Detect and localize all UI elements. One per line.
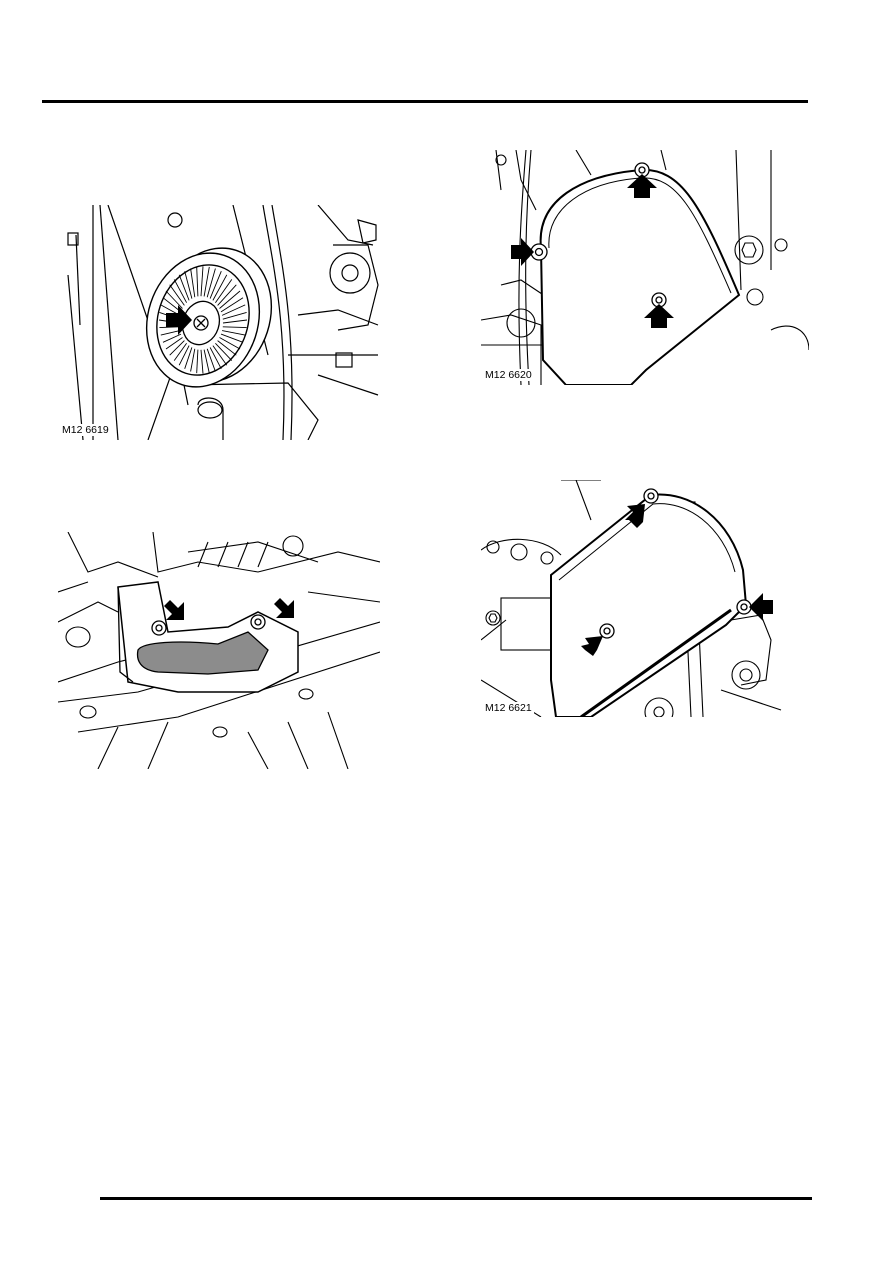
header-rule (42, 100, 808, 103)
arrow-marker (625, 504, 645, 528)
pulley-rib (169, 340, 185, 356)
figure-upper-cover: M12 6620 (481, 150, 809, 385)
pulley-rib (219, 337, 241, 350)
mounting-bracket-illustration (58, 532, 380, 769)
pulley-rib (162, 333, 182, 343)
pulley-rib (206, 268, 216, 298)
pulley-rib (160, 330, 181, 336)
pulley-rib (190, 268, 196, 298)
arrow-marker (166, 305, 192, 335)
pulley-rib (222, 326, 247, 329)
pulley-rib (184, 347, 193, 369)
figure-mounting-bracket (58, 532, 380, 769)
idler-pulley-illustration (67, 205, 379, 440)
figure-idler-pulley: M12 6619 (58, 205, 380, 440)
pulley-rib (169, 284, 185, 306)
pulley-rib (217, 340, 237, 356)
figure-label: M12 6621 (483, 702, 534, 714)
pulley-rib (222, 311, 247, 320)
pulley-rib (196, 349, 199, 374)
pulley-rib (200, 266, 204, 297)
upper-cover-illustration (481, 150, 809, 385)
arrow-marker (627, 174, 657, 198)
figure-rear-cover: M12 6621 (481, 480, 809, 717)
pulley-rib (220, 333, 244, 343)
pulley-rib (222, 330, 246, 336)
pulley-rib (173, 279, 187, 303)
pulley-rib (212, 274, 228, 301)
arrow-marker (274, 598, 294, 618)
footer-rule (100, 1197, 812, 1200)
pulley-rib (165, 337, 183, 350)
pulley-rib (203, 349, 210, 374)
pulley-rib (209, 347, 222, 370)
arrow-marker (749, 593, 773, 621)
pulley-rib (203, 266, 210, 297)
arrow-marker (164, 600, 184, 620)
pulley-rib (212, 345, 228, 366)
pulley-rib (222, 319, 248, 324)
pulley-rib (221, 304, 246, 316)
pulley-rib (173, 343, 187, 361)
pulley-rib (215, 342, 233, 361)
pulley-rib (190, 348, 196, 372)
figure-label: M12 6620 (483, 369, 534, 381)
figure-label: M12 6619 (60, 424, 111, 436)
pulley-rib (184, 271, 193, 299)
pulley-rib (178, 274, 190, 301)
pulley-rib (220, 297, 244, 313)
rear-cover-illustration (481, 480, 782, 717)
pulley-rib (209, 271, 222, 299)
pulley-rib (215, 279, 233, 303)
pulley-rib (196, 266, 199, 297)
arrow-marker (511, 238, 534, 266)
arrow-marker (644, 304, 674, 328)
pulley-rib (178, 345, 190, 366)
pulley-rib (165, 290, 183, 309)
pulley-rib (217, 284, 237, 306)
pulley-rib (206, 348, 216, 372)
arrow-marker (581, 636, 603, 656)
pulley-rib (219, 290, 241, 309)
pulley-rib (200, 349, 204, 374)
